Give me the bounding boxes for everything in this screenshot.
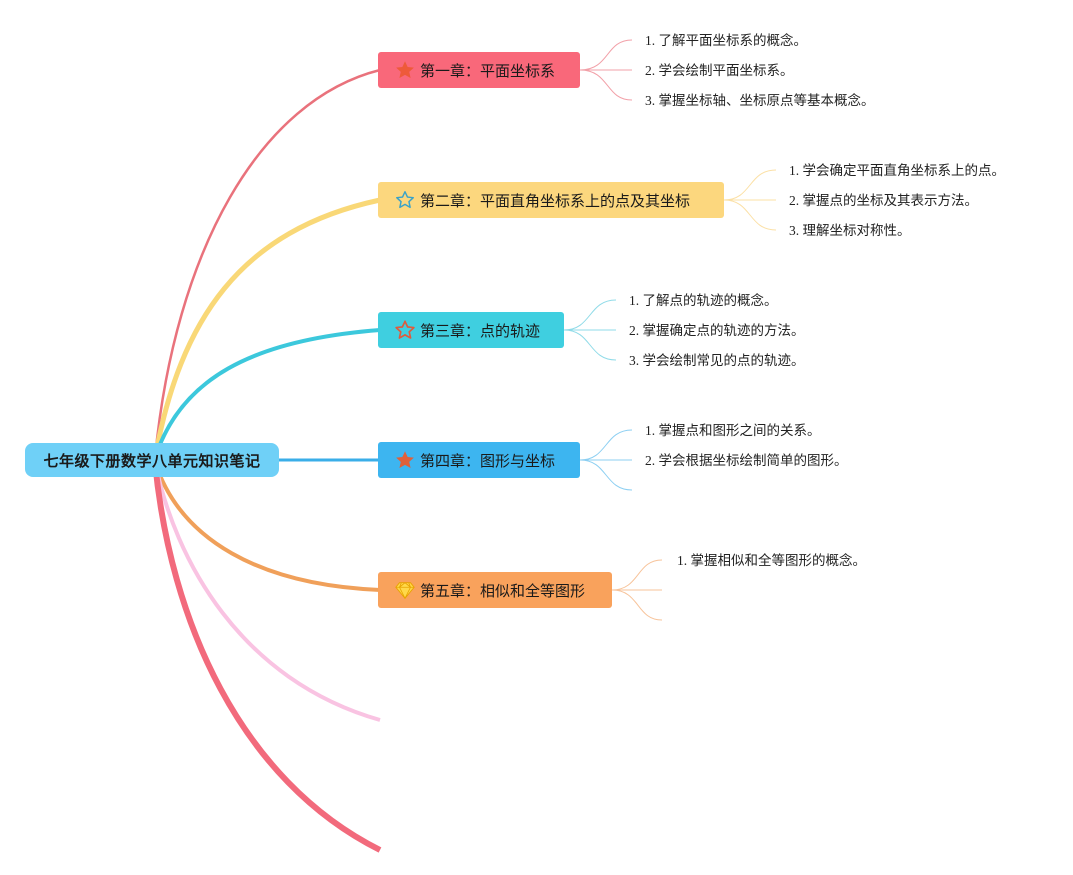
chapter-1-topic[interactable]: 第一章：平面坐标系 xyxy=(378,52,580,88)
leaf-line xyxy=(563,299,617,331)
chapter-3-label: 第三章：点的轨迹 xyxy=(420,321,541,340)
chapter-2-item[interactable]: 3. 理解坐标对称性。 xyxy=(789,223,911,238)
leaf-line xyxy=(723,199,777,231)
chapter-4-item[interactable]: 2. 学会根据坐标绘制简单的图形。 xyxy=(645,453,848,468)
leaf-line xyxy=(563,329,617,361)
chapter-3-item[interactable]: 3. 学会绘制常见的点的轨迹。 xyxy=(629,353,805,368)
leaf-line xyxy=(611,559,663,591)
chapter-2-item[interactable]: 1. 学会确定平面直角坐标系上的点。 xyxy=(789,163,1005,178)
chapter-1-label: 第一章：平面坐标系 xyxy=(420,61,556,80)
chapter-5-topic[interactable]: 第五章：相似和全等图形 xyxy=(378,572,612,608)
chapter-5-label: 第五章：相似和全等图形 xyxy=(420,581,586,600)
root-topic-label: 七年级下册数学八单元知识笔记 xyxy=(43,451,261,470)
chapter-4-label: 第四章：图形与坐标 xyxy=(420,451,556,470)
chapter-3-topic[interactable]: 第三章：点的轨迹 xyxy=(378,312,564,348)
chapter-1-item[interactable]: 2. 学会绘制平面坐标系。 xyxy=(645,63,794,78)
empty-branch-red xyxy=(152,461,382,853)
chapter-2-label: 第二章：平面直角坐标系上的点及其坐标 xyxy=(420,191,691,210)
leaf-line xyxy=(611,589,663,621)
leaf-line xyxy=(579,39,633,71)
chapter-4-topic[interactable]: 第四章：图形与坐标 xyxy=(378,442,580,478)
chapter-1-item[interactable]: 1. 了解平面坐标系的概念。 xyxy=(645,33,807,48)
branch-line-chapter-3 xyxy=(153,328,381,459)
leaf-line xyxy=(579,429,633,461)
star-outline-icon xyxy=(394,319,416,341)
chapter-2-item[interactable]: 2. 掌握点的坐标及其表示方法。 xyxy=(789,193,978,208)
star-outline-icon xyxy=(394,189,416,211)
leaf-line xyxy=(579,69,633,101)
chapter-5-item[interactable]: 1. 掌握相似和全等图形的概念。 xyxy=(677,553,866,568)
star-filled-icon xyxy=(394,59,416,81)
chapter-4-item[interactable]: 1. 掌握点和图形之间的关系。 xyxy=(645,423,821,438)
root-topic[interactable]: 七年级下册数学八单元知识笔记 xyxy=(25,443,279,477)
branch-line-chapter-1 xyxy=(153,68,381,459)
diamond-icon xyxy=(394,579,416,601)
chapter-3-item[interactable]: 2. 掌握确定点的轨迹的方法。 xyxy=(629,323,805,338)
chapter-2-topic[interactable]: 第二章：平面直角坐标系上的点及其坐标 xyxy=(378,182,724,218)
leaf-line xyxy=(723,169,777,201)
chapter-1-item[interactable]: 3. 掌握坐标轴、坐标原点等基本概念。 xyxy=(645,93,875,108)
branch-line-chapter-5 xyxy=(153,461,381,592)
chapter-3-item[interactable]: 1. 了解点的轨迹的概念。 xyxy=(629,293,778,308)
empty-branch-pink xyxy=(153,461,381,722)
branch-line-chapter-2 xyxy=(152,197,381,459)
star-filled-icon xyxy=(394,449,416,471)
leaf-line xyxy=(579,459,633,491)
